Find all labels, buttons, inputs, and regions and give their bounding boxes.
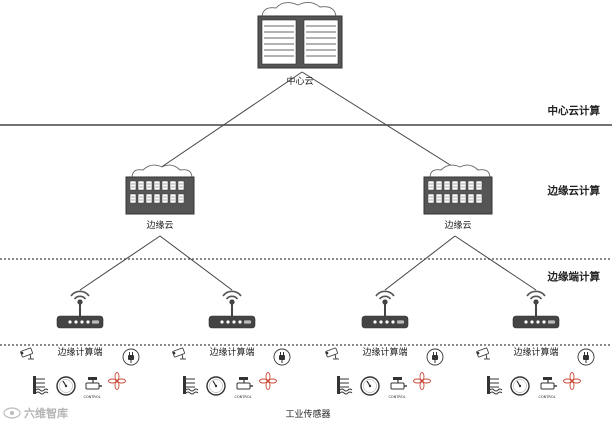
sensor-group-1: CONTROL bbox=[19, 347, 140, 399]
control-text: CONTROL bbox=[538, 395, 555, 399]
edge-terminal-label: 边缘计算端 bbox=[57, 346, 102, 358]
link-center-left bbox=[159, 71, 303, 169]
power-plug-icon bbox=[426, 348, 444, 366]
fan-icon bbox=[108, 372, 126, 390]
wireless-router-icon bbox=[361, 290, 409, 329]
wireless-router-icon bbox=[56, 290, 104, 329]
security-camera-icon bbox=[171, 347, 187, 360]
weibo-style-eye-icon bbox=[3, 407, 21, 419]
fan-icon bbox=[413, 372, 431, 390]
gauge-icon bbox=[360, 376, 380, 396]
power-plug-icon bbox=[122, 348, 140, 366]
water-level-icon bbox=[182, 375, 199, 395]
edge-cloud-right-label: 边缘云 bbox=[444, 219, 471, 231]
edge-cloud-left-label: 边缘云 bbox=[146, 219, 173, 231]
wireless-router-icon bbox=[208, 290, 256, 329]
connections bbox=[79, 71, 537, 291]
link-left-terminal-1 bbox=[79, 235, 161, 291]
security-camera-icon bbox=[475, 347, 491, 360]
sensor-group-4: CONTROL bbox=[475, 347, 595, 399]
control-valve-icon bbox=[236, 376, 254, 390]
gauge-icon bbox=[206, 376, 226, 396]
control-text: CONTROL bbox=[388, 395, 405, 399]
edge-cloud-left-node: 边缘云 bbox=[125, 164, 195, 231]
edge-terminal-label: 边缘计算端 bbox=[513, 346, 558, 358]
edge-cloud-right-node: 边缘云 bbox=[423, 164, 493, 231]
power-plug-icon bbox=[577, 348, 595, 366]
edge-terminal-2: 边缘计算端 bbox=[208, 290, 256, 358]
center-cloud-node: 中心云 bbox=[257, 2, 343, 87]
link-right-terminal-3 bbox=[384, 235, 456, 291]
edge-terminal-label: 边缘计算端 bbox=[362, 346, 407, 358]
water-level-icon bbox=[336, 375, 353, 395]
fan-icon bbox=[259, 372, 277, 390]
control-valve-icon bbox=[390, 376, 408, 390]
edge-terminal-3: 边缘计算端 bbox=[361, 290, 409, 358]
control-valve-icon bbox=[85, 376, 103, 390]
tier-label-center-cloud: 中心云计算 bbox=[548, 104, 601, 117]
fan-icon bbox=[563, 372, 581, 390]
water-level-icon bbox=[32, 375, 49, 395]
edge-terminal-4: 边缘计算端 bbox=[512, 290, 560, 358]
industrial-sensors-label: 工业传感器 bbox=[285, 408, 330, 420]
security-camera-icon bbox=[19, 347, 35, 360]
control-text: CONTROL bbox=[234, 395, 251, 399]
control-valve-icon bbox=[540, 376, 558, 390]
water-level-icon bbox=[486, 375, 503, 395]
gauge-icon bbox=[510, 376, 530, 396]
sensor-group-3: CONTROL bbox=[324, 347, 444, 399]
tier-label-edge-device: 边缘端计算 bbox=[547, 270, 601, 283]
center-cloud-label: 中心云 bbox=[286, 75, 313, 87]
edge-terminal-label: 边缘计算端 bbox=[209, 346, 254, 358]
link-center-right bbox=[301, 71, 456, 169]
watermark-text: 六维智库 bbox=[24, 406, 68, 420]
gauge-icon bbox=[56, 376, 76, 396]
security-camera-icon bbox=[324, 347, 340, 360]
power-plug-icon bbox=[273, 348, 291, 366]
edge-terminal-1: 边缘计算端 bbox=[56, 290, 104, 358]
server-rack-icon bbox=[257, 2, 343, 69]
server-rack-icon bbox=[423, 164, 493, 215]
server-rack-icon bbox=[125, 164, 195, 215]
sensor-group-2: CONTROL bbox=[171, 347, 291, 399]
tier-label-edge-cloud: 边缘云计算 bbox=[547, 184, 601, 197]
link-right-terminal-4 bbox=[454, 235, 537, 291]
control-text: CONTROL bbox=[83, 395, 100, 399]
link-left-terminal-2 bbox=[159, 235, 233, 291]
watermark: 六维智库 bbox=[3, 406, 68, 420]
wireless-router-icon bbox=[512, 290, 560, 329]
